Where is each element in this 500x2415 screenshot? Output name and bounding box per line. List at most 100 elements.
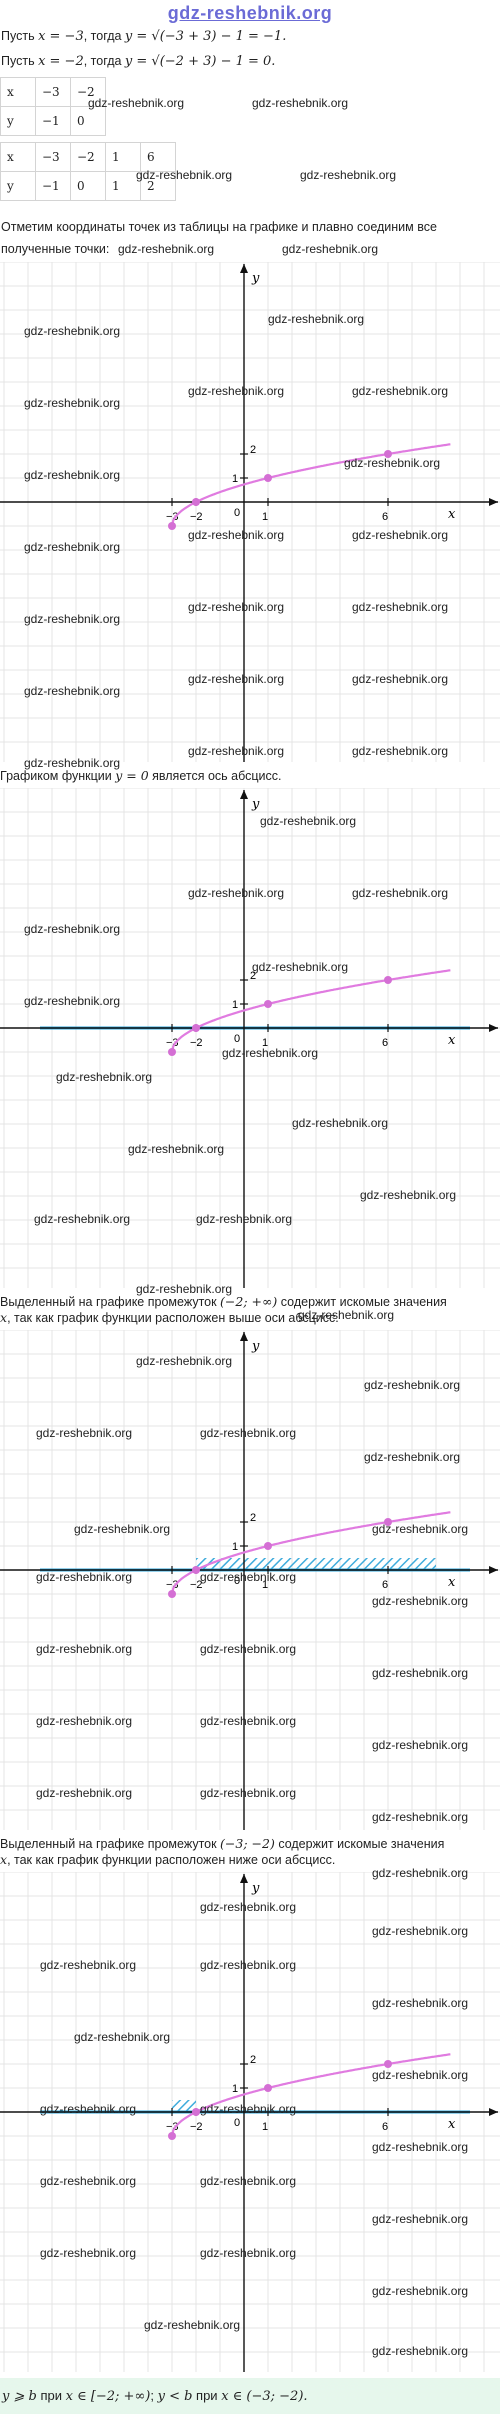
watermark: gdz-reshebnik.org xyxy=(200,1714,297,1728)
watermark: gdz-reshebnik.org xyxy=(34,1212,131,1226)
watermark: gdz-reshebnik.org xyxy=(360,1188,457,1202)
data-point xyxy=(192,498,200,506)
watermark: gdz-reshebnik.org xyxy=(364,1378,461,1392)
table-row: y −1 0 xyxy=(0,106,106,136)
watermark: gdz-reshebnik.org xyxy=(252,960,349,974)
watermark: gdz-reshebnik.org xyxy=(300,168,397,182)
y-axis-label: y xyxy=(251,1881,260,1896)
watermark: gdz-reshebnik.org xyxy=(24,922,121,936)
watermark: gdz-reshebnik.org xyxy=(24,612,121,626)
table-cell: x xyxy=(0,77,36,107)
answer-math: y < b xyxy=(157,2389,193,2404)
answer-box: y ⩾ b при x ∈ [−2; +∞); y < b при x ∈ (−… xyxy=(0,2378,500,2414)
watermark: gdz-reshebnik.org xyxy=(372,2344,469,2358)
answer-math: y ⩾ b xyxy=(2,2389,37,2404)
watermark: gdz-reshebnik.org xyxy=(136,1354,233,1368)
origin-label: 0 xyxy=(234,1033,240,1045)
shaded-interval xyxy=(196,1558,436,1570)
watermark: gdz-reshebnik.org xyxy=(292,1116,389,1130)
caption-text: Выделенный на графике промежуток xyxy=(0,1837,221,1851)
x-axis-arrow xyxy=(489,498,498,506)
watermark: gdz-reshebnik.org xyxy=(200,1958,297,1972)
caption-math: x xyxy=(0,1852,8,1867)
table-row: x −3 −2 xyxy=(0,77,106,107)
watermark: gdz-reshebnik.org xyxy=(344,456,441,470)
caption-text: содержит искомые значения xyxy=(274,1837,445,1851)
caption-2: Графиком функции y = 0 является ось абсц… xyxy=(0,768,500,784)
function-curve xyxy=(170,2053,451,2137)
caption-text: содержит искомые значения xyxy=(277,1295,447,1309)
table-cell: 6 xyxy=(140,142,176,172)
x-tick-label: −3 xyxy=(166,1037,179,1049)
x-axis-label: x xyxy=(448,2117,456,2132)
calc-expr: y = √(−3 + 3) − 1 = −1. xyxy=(124,29,287,44)
watermark: gdz-reshebnik.org xyxy=(364,1450,461,1464)
y-tick-label: 1 xyxy=(232,1541,238,1553)
watermark: gdz-reshebnik.org xyxy=(222,1046,319,1060)
caption-text: является ось абсцисс. xyxy=(148,769,282,783)
y-tick-label: 2 xyxy=(250,2054,256,2066)
x-tick-label: −2 xyxy=(190,1579,203,1591)
x-tick-label: −3 xyxy=(166,1579,179,1591)
table-row: y −1 0 1 2 xyxy=(0,171,176,201)
x-tick-label: 6 xyxy=(382,511,388,523)
function-curve xyxy=(170,1511,451,1595)
function-curve xyxy=(170,443,451,527)
x-tick-label: 6 xyxy=(382,2121,388,2133)
answer-text: ; xyxy=(150,2388,158,2403)
watermark: gdz-reshebnik.org xyxy=(188,600,285,614)
y-axis-arrow xyxy=(240,790,248,799)
watermark: gdz-reshebnik.org xyxy=(24,994,121,1008)
calc-line-2: Пусть x = −2, тогда y = √(−2 + 3) − 1 = … xyxy=(0,52,500,71)
watermark: gdz-reshebnik.org xyxy=(36,1786,133,1800)
watermark: gdz-reshebnik.org xyxy=(200,2102,297,2116)
x-tick-label: 1 xyxy=(262,2121,268,2133)
watermark: gdz-reshebnik.org xyxy=(252,96,349,110)
y-axis-arrow xyxy=(240,264,248,273)
caption-text: , так как график функции расположен выше… xyxy=(7,1311,339,1325)
watermark: gdz-reshebnik.org xyxy=(24,324,121,338)
watermark: gdz-reshebnik.org xyxy=(136,1282,233,1296)
x-axis-arrow xyxy=(489,1024,498,1032)
watermark: gdz-reshebnik.org xyxy=(352,744,449,758)
answer-math: x ∈ (−3; −2). xyxy=(221,2389,308,2404)
calc-x: x = −3 xyxy=(38,29,84,44)
y-tick-label: 1 xyxy=(232,473,238,485)
watermark: gdz-reshebnik.org xyxy=(372,2212,469,2226)
calc-mid: , тогда xyxy=(83,54,125,68)
watermark: gdz-reshebnik.org xyxy=(136,168,233,182)
table-cell: y xyxy=(0,171,36,201)
watermark: gdz-reshebnik.org xyxy=(74,1522,171,1536)
y-axis-arrow xyxy=(240,1874,248,1883)
x-tick-label: 1 xyxy=(262,1037,268,1049)
data-point xyxy=(192,1024,200,1032)
data-point xyxy=(168,522,176,530)
watermark: gdz-reshebnik.org xyxy=(372,1996,469,2010)
data-point xyxy=(264,2084,272,2092)
caption-text: , так как график функции расположен ниже… xyxy=(7,1853,336,1867)
watermark: gdz-reshebnik.org xyxy=(24,684,121,698)
watermark: gdz-reshebnik.org xyxy=(298,1308,395,1322)
x-axis-label: x xyxy=(448,507,456,522)
shaded-interval xyxy=(172,2100,196,2112)
watermark: gdz-reshebnik.org xyxy=(200,1786,297,1800)
watermark: gdz-reshebnik.org xyxy=(352,886,449,900)
data-point xyxy=(384,450,392,458)
x-axis-arrow xyxy=(489,2108,498,2116)
values-table-1: x −3 −2 y −1 0 xyxy=(0,77,106,136)
calc-prefix: Пусть xyxy=(1,29,39,43)
table-cell: −1 xyxy=(35,106,71,136)
site-title[interactable]: gdz-reshebnik.org xyxy=(167,3,333,23)
watermark: gdz-reshebnik.org xyxy=(372,2068,469,2082)
y-tick-label: 1 xyxy=(232,999,238,1011)
x-axis-label: x xyxy=(448,1575,456,1590)
values-table-2: x −3 −2 1 6 y −1 0 1 2 xyxy=(0,142,176,201)
caption-3: Выделенный на графике промежуток (−2; +∞… xyxy=(0,1294,500,1326)
watermark: gdz-reshebnik.org xyxy=(260,814,357,828)
watermark: gdz-reshebnik.org xyxy=(372,1866,469,1880)
origin-label: 0 xyxy=(234,2117,240,2129)
caption-math: (−3; −2) xyxy=(220,1836,275,1851)
x-tick-label: −2 xyxy=(190,2121,203,2133)
table-cell: −2 xyxy=(70,77,106,107)
